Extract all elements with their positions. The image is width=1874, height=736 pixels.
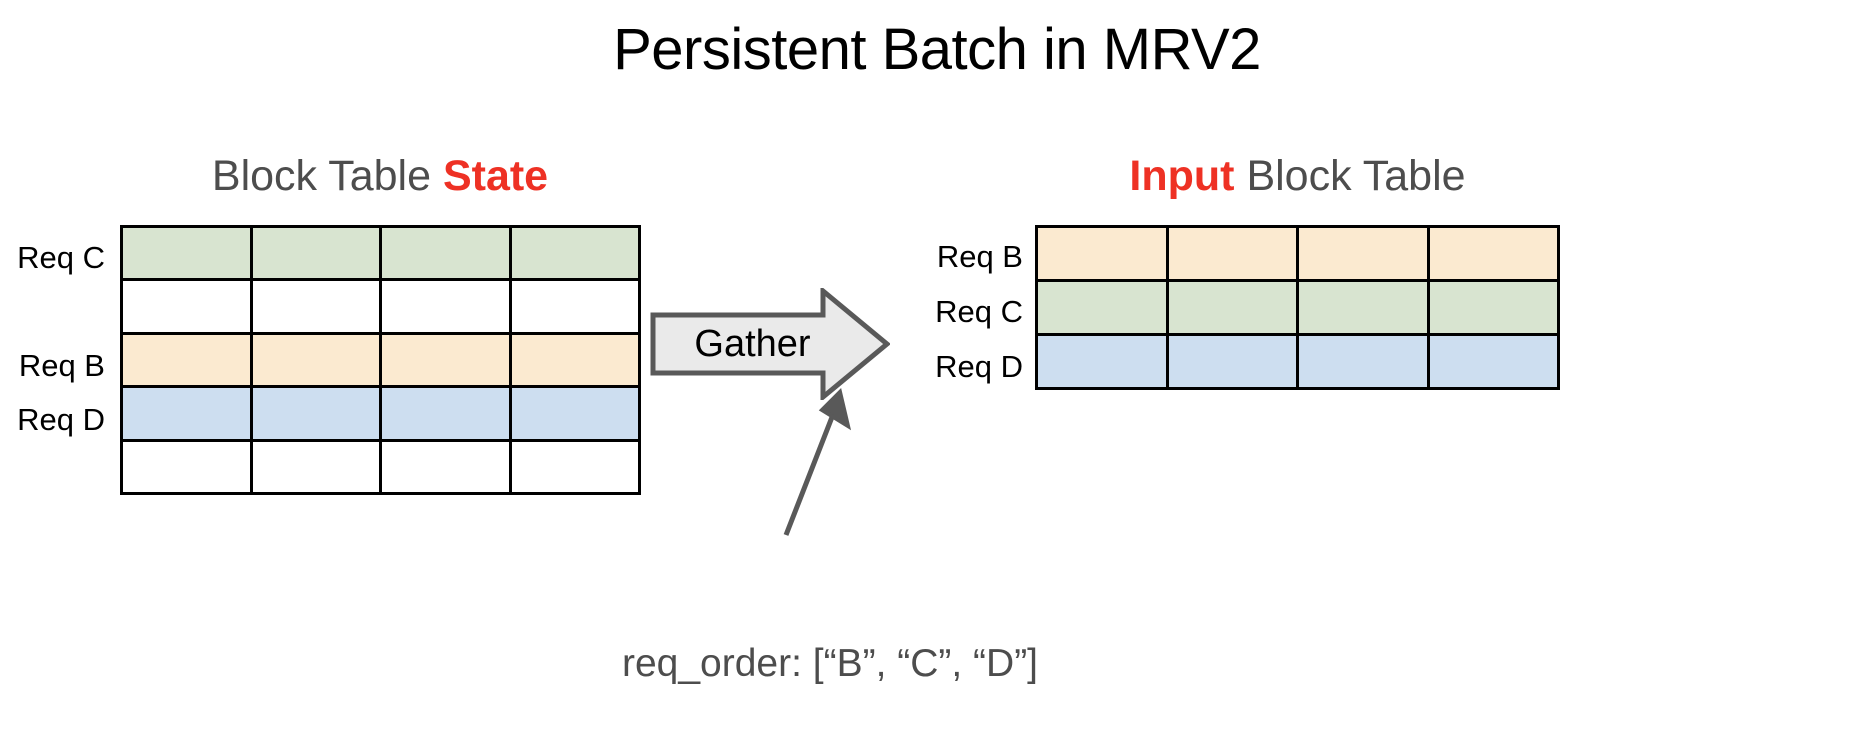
left-row-label-req-d: Req D (17, 402, 105, 437)
input-block-table-grid (1035, 225, 1560, 390)
left-row-label-req-b: Req B (18, 348, 105, 383)
left-heading-prefix: Block Table (211, 152, 443, 200)
right-heading-highlight: Input (1129, 152, 1235, 200)
table-cell (252, 441, 379, 492)
gather-arrow-icon (650, 288, 890, 400)
table-cell (511, 228, 638, 279)
table-cell (511, 388, 638, 439)
right-row-label-req-c: Req C (935, 294, 1023, 329)
table-cell (1429, 228, 1557, 279)
table-cell (123, 334, 250, 386)
table-cell (123, 388, 250, 439)
table-cell (1168, 228, 1296, 279)
table-cell (1038, 282, 1166, 333)
table-cell (382, 228, 509, 279)
req-order-pointer-arrow-icon (783, 388, 852, 536)
right-panel-heading: Input Block Table (1035, 150, 1560, 202)
table-cell (1168, 336, 1296, 387)
table-cell (123, 228, 250, 279)
left-panel-heading: Block Table State (120, 150, 640, 202)
table-cell (252, 388, 379, 439)
right-row-label-req-b: Req B (936, 239, 1023, 274)
table-cell (511, 441, 638, 492)
table-cell (1299, 282, 1427, 333)
left-row-label-req-c: Req C (17, 240, 105, 275)
table-cell (1299, 336, 1427, 387)
table-cell (382, 281, 509, 332)
table-cell (1429, 282, 1557, 333)
table-cell (1038, 336, 1166, 387)
table-cell (252, 281, 379, 332)
table-cell (123, 441, 250, 492)
left-heading-highlight: State (442, 152, 549, 200)
block-table-state-grid (120, 225, 641, 495)
table-cell (382, 334, 509, 386)
req-order-caption: req_order: [“B”, “C”, “D”] (621, 642, 1039, 685)
table-cell (1299, 228, 1427, 279)
table-cell (1168, 282, 1296, 333)
table-cell (1429, 336, 1557, 387)
right-heading-suffix: Block Table (1234, 152, 1466, 200)
page-title: Persistent Batch in MRV2 (613, 17, 1261, 82)
table-cell (252, 334, 379, 386)
table-cell (123, 281, 250, 332)
table-cell (382, 388, 509, 439)
right-row-label-req-d: Req D (935, 349, 1023, 384)
table-cell (252, 228, 379, 279)
table-cell (511, 281, 638, 332)
table-cell (382, 441, 509, 492)
table-cell (511, 334, 638, 386)
table-cell (1038, 228, 1166, 279)
